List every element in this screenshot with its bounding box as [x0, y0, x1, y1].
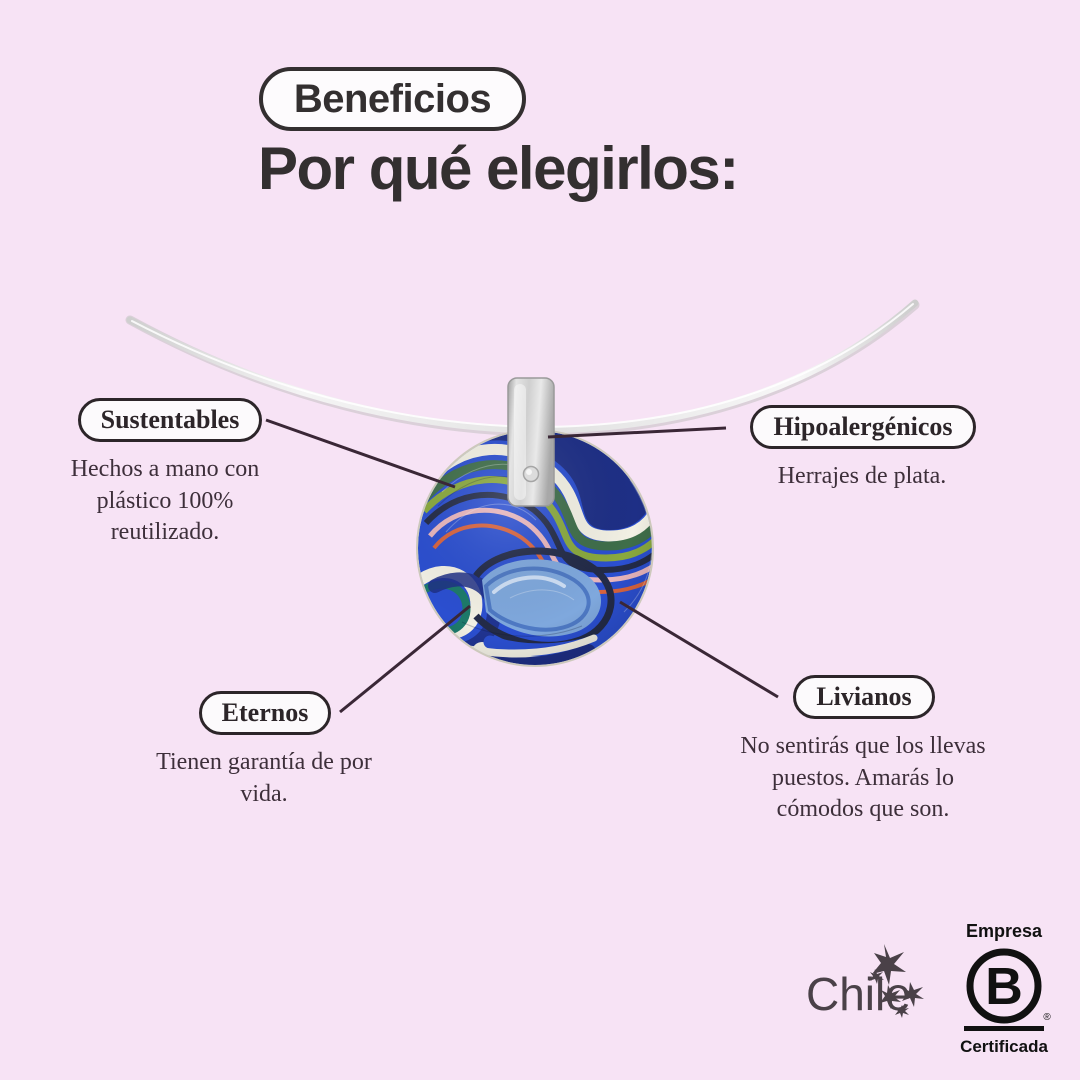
bcorp-divider [964, 1026, 1044, 1031]
bcorp-bottom-label: Certificada [960, 1037, 1048, 1056]
feature-sustentables-description: Hechos a mano con plástico 100% reutiliz… [70, 456, 260, 546]
feature-hipoalergenicos-badge: Hipoalergénicos [750, 405, 976, 449]
feature-livianos-description: No sentirás que los llevas puestos. Amar… [740, 733, 986, 823]
pendant-disc [416, 429, 654, 667]
feature-hipoalergenicos: Hipoalergénicos Herrajes de plata. [718, 405, 1008, 493]
bcorp-registered-mark: ® [1043, 1012, 1051, 1023]
eyebrow-badge: Beneficios [259, 67, 526, 131]
feature-sustentables-label: Sustentables [100, 405, 240, 434]
feature-eternos-badge: Eternos [198, 691, 332, 735]
chile-logo: Chile [806, 938, 934, 1026]
eyebrow-label: Beneficios [293, 77, 492, 121]
bcorp-circle [966, 948, 1042, 1024]
bcorp-letter: B [985, 958, 1023, 1016]
feature-livianos: Livianos No sentirás que los llevas pues… [730, 675, 998, 826]
feature-hipoalergenicos-description: Herrajes de plata. [777, 463, 947, 489]
feature-eternos: Eternos Tienen garantía de por vida. [140, 691, 390, 810]
pendant-bail [507, 377, 555, 507]
feature-hipoalergenicos-label: Hipoalergénicos [773, 412, 953, 441]
feature-eternos-description: Tienen garantía de por vida. [156, 749, 372, 807]
feature-sustentables: Sustentables Hechos a mano con plástico … [40, 398, 300, 549]
page-title: Por qué elegirlos: [258, 135, 739, 202]
feature-eternos-label: Eternos [221, 698, 309, 727]
feature-sustentables-badge: Sustentables [77, 398, 263, 442]
feature-livianos-label: Livianos [816, 682, 912, 711]
feature-livianos-badge: Livianos [793, 675, 935, 719]
bcorp-top-label: Empresa [966, 921, 1043, 941]
bcorp-logo: Empresa B ® Certificada [950, 920, 1058, 1058]
chile-logo-stars [869, 944, 924, 1018]
